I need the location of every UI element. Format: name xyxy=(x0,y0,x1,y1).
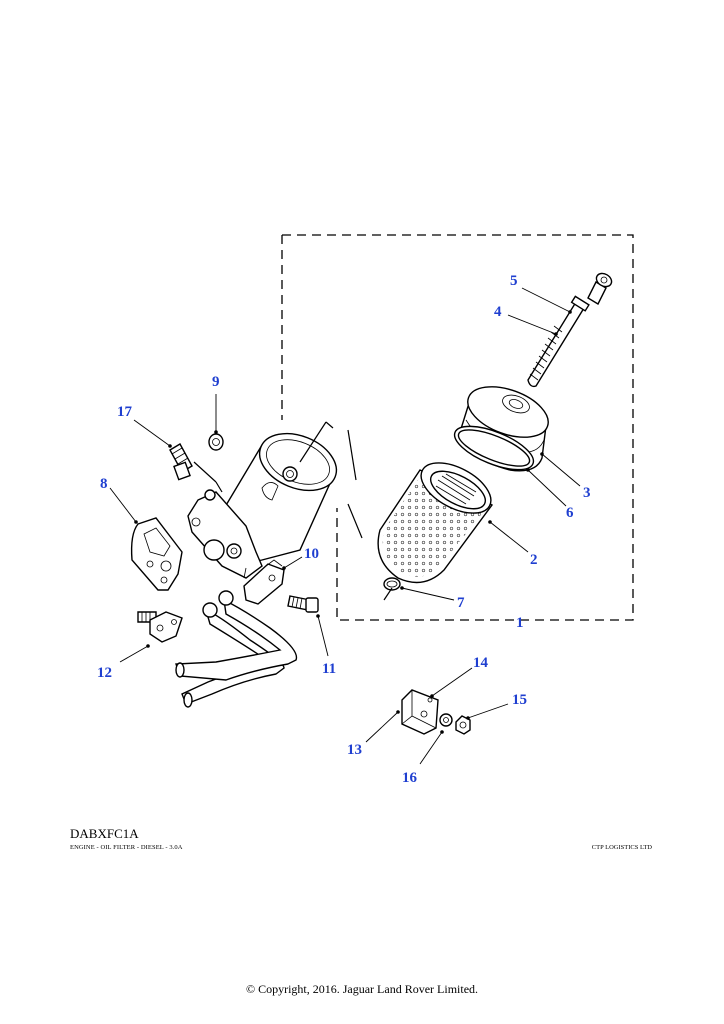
housing-gasket xyxy=(130,517,183,591)
callout-10[interactable]: 10 xyxy=(304,546,319,562)
diagram-reference-code: DABXFC1A xyxy=(70,826,139,841)
sender-unit xyxy=(137,611,183,643)
nut xyxy=(455,715,471,735)
publisher-caption: CTP LOGISTICS LTD xyxy=(591,844,652,851)
oil-filter-housing xyxy=(187,421,338,579)
callout-11[interactable]: 11 xyxy=(322,661,336,677)
callout-15[interactable]: 15 xyxy=(512,692,527,708)
callout-7[interactable]: 7 xyxy=(457,595,465,611)
callout-4[interactable]: 4 xyxy=(494,304,502,320)
callout-14[interactable]: 14 xyxy=(473,655,489,671)
callout-2[interactable]: 2 xyxy=(530,552,538,568)
oil-sensor xyxy=(169,443,223,493)
leader-lines xyxy=(109,287,581,765)
clip-block xyxy=(401,689,439,735)
callout-13[interactable]: 13 xyxy=(347,742,362,758)
oil-pipes xyxy=(175,590,298,708)
cap-o-ring xyxy=(453,425,535,471)
filter-element xyxy=(377,462,494,584)
copyright-notice: © Copyright, 2016. Jaguar Land Rover Lim… xyxy=(245,982,479,996)
callout-8[interactable]: 8 xyxy=(100,476,108,492)
center-bolt xyxy=(527,272,613,388)
kit-boundary-dashed xyxy=(281,234,634,621)
callout-5[interactable]: 5 xyxy=(510,273,518,289)
callout-3[interactable]: 3 xyxy=(583,485,591,501)
callout-17[interactable]: 17 xyxy=(117,404,133,420)
callout-numbers: 1 2 3 4 5 6 7 8 9 10 11 12 13 14 15 16 1… xyxy=(97,273,591,786)
plug xyxy=(208,433,224,451)
callout-16[interactable]: 16 xyxy=(402,770,418,786)
bracket-bolt xyxy=(287,595,319,613)
callout-6[interactable]: 6 xyxy=(566,505,574,521)
diagram-caption: ENGINE - OIL FILTER - DIESEL - 3.0A xyxy=(70,844,183,851)
washer xyxy=(439,713,453,727)
callout-9[interactable]: 9 xyxy=(212,374,220,390)
small-o-ring xyxy=(383,577,401,601)
pipe-bracket xyxy=(243,559,285,605)
callout-12[interactable]: 12 xyxy=(97,665,112,681)
callout-1[interactable]: 1 xyxy=(516,615,524,631)
